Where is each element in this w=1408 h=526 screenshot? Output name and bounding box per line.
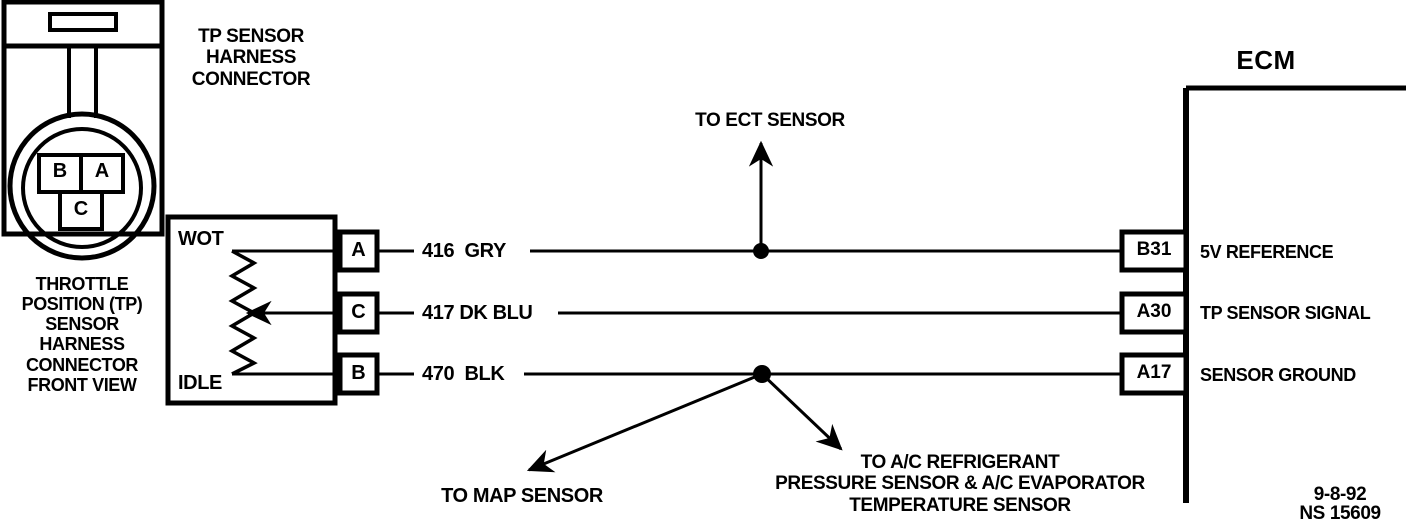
ecm-pin-a17: A17 (1136, 362, 1172, 383)
footer-figure-id: NS 15609 (1299, 503, 1381, 524)
sensor-pin-a: A (351, 239, 366, 261)
connector-terminal-a: A (94, 160, 110, 182)
ecm-pin-b31: B31 (1136, 239, 1172, 260)
sensor-idle-label: IDLE (178, 372, 222, 394)
wire-label-416-gry: 416 GRY (422, 240, 506, 262)
branch-to-ect-sensor (748, 140, 774, 259)
connector-terminal-b: B (52, 160, 68, 182)
ecm-outline (1183, 85, 1406, 503)
wire-label-417-dk-blu: 417 DK BLU (422, 302, 533, 324)
branch-to-map-and-ac (526, 365, 843, 473)
throttle-position-sensor-front-view-callout: THROTTLE POSITION (TP) SENSOR HARNESS CO… (21, 274, 143, 395)
ecm-function-tp-sensor-signal: TP SENSOR SIGNAL (1200, 303, 1371, 323)
tp-sensor-symbol-box (165, 214, 338, 406)
wire-label-470-blk: 470 BLK (422, 363, 505, 385)
ecm-pin-a30: A30 (1136, 301, 1172, 322)
sensor-pin-c: C (351, 301, 366, 323)
connector-terminal-c: C (73, 198, 89, 220)
tp-sensor-harness-connector-drawing (1, 0, 165, 261)
wire-runs (377, 249, 1122, 376)
ecm-pin-boxes (1119, 229, 1189, 396)
ecm-title: ECM (1236, 45, 1296, 75)
callout-to-ect-sensor: TO ECT SENSOR (695, 110, 845, 131)
callout-to-ac-refrigerant-pressure-sensor: TO A/C REFRIGERANT PRESSURE SENSOR & A/C… (775, 452, 1145, 516)
callout-to-map-sensor: TO MAP SENSOR (441, 485, 603, 507)
sensor-wot-label: WOT (178, 228, 224, 250)
ecm-function-5v-reference: 5V REFERENCE (1200, 242, 1334, 262)
sensor-pin-b: B (351, 362, 366, 384)
ecm-function-sensor-ground: SENSOR GROUND (1200, 365, 1356, 385)
footer-date: 9-8-92 (1313, 484, 1367, 505)
tp-sensor-harness-connector-callout: TP SENSOR HARNESS CONNECTOR (191, 26, 311, 90)
